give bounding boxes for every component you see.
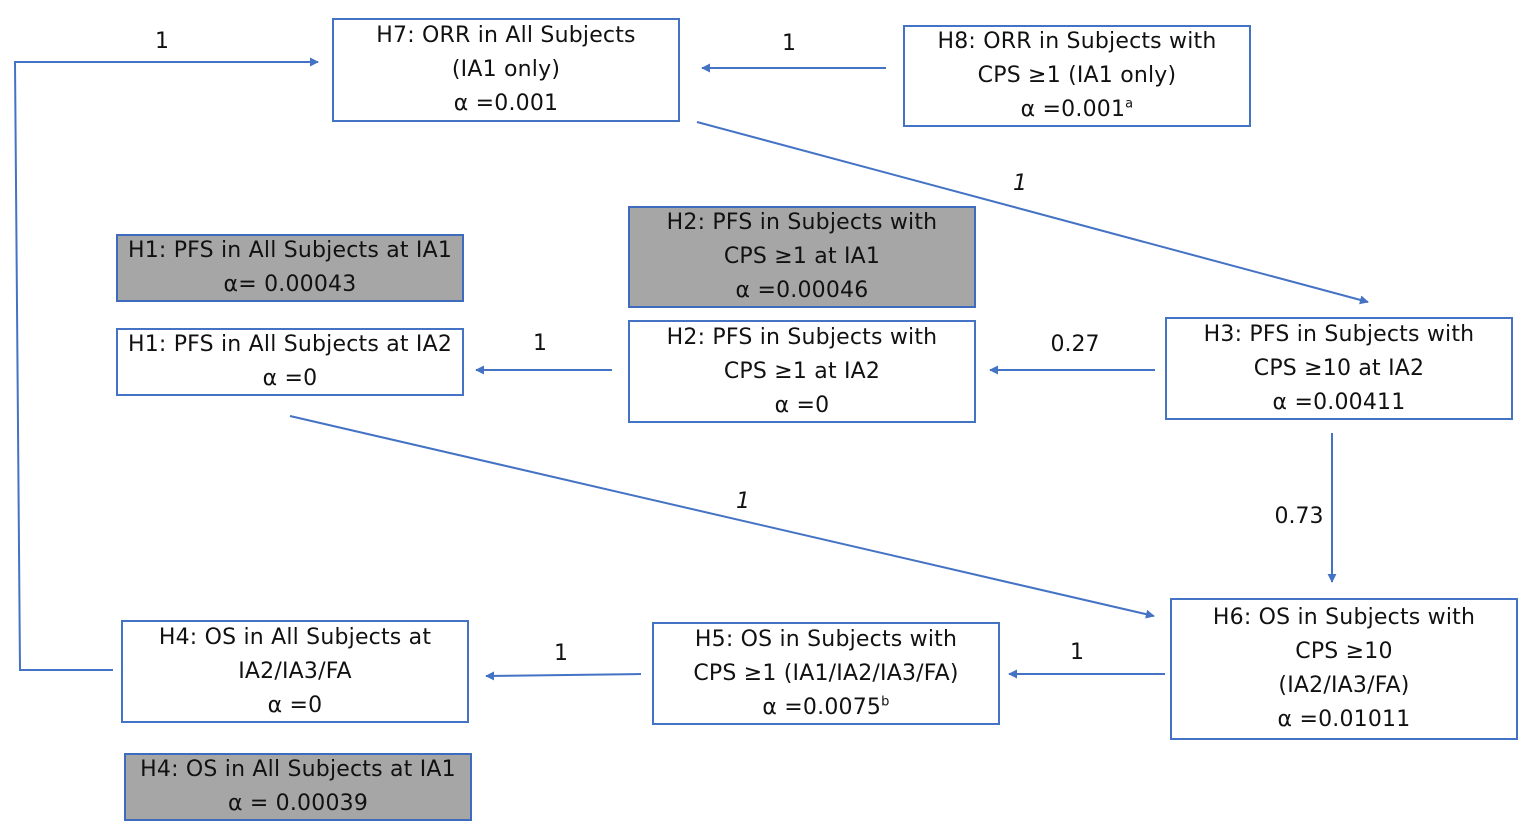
node-h3-alpha: α =0.00411 [1272,389,1406,415]
node-h1-ia1: H1: PFS in All Subjects at IA1 α= 0.0004… [116,234,464,302]
node-h2-ia1: H2: PFS in Subjects with CPS ≥1 at IA1 α… [628,206,976,308]
edge-h4-to-h7 [13,57,319,671]
node-h1-ia2-line1: H1: PFS in All Subjects at IA2 [127,332,453,357]
node-h4-alpha: α =0 [267,692,323,718]
node-h2-ia2-alpha: α =0 [774,392,830,418]
weight-h8-to-h7: 1 [782,31,796,56]
node-h8-alpha-row: α =0.001a [1021,93,1134,127]
node-h2-ia1-alpha: α =0.00046 [735,278,869,303]
node-h2-ia2-line2: CPS ≥1 at IA2 [723,358,881,384]
node-h8-footnote-mark: a [1125,96,1134,112]
weight-h3-to-h6: 0.73 [1274,504,1324,529]
node-h4-line2: IA2/IA3/FA [238,658,352,684]
edge-h5-to-h4 [485,671,642,681]
node-h4-line1: H4: OS in All Subjects at [158,624,432,650]
node-h4: H4: OS in All Subjects at IA2/IA3/FA α =… [121,620,469,723]
node-h2-ia2-line1: H2: PFS in Subjects with [666,324,938,350]
edge-h1-to-h6 [289,415,1155,619]
node-h6: H6: OS in Subjects with CPS ≥10 (IA2/IA3… [1170,598,1518,740]
node-h1-ia1-line1: H1: PFS in All Subjects at IA1 [127,238,453,263]
node-h4-ia1: H4: OS in All Subjects at IA1 α = 0.0003… [124,753,472,821]
node-h5: H5: OS in Subjects with CPS ≥1 (IA1/IA2/… [652,622,1000,725]
weight-h6-to-h5: 1 [1070,640,1084,665]
edge-h7-to-h3 [696,121,1369,305]
node-h7: H7: ORR in All Subjects (IA1 only) α =0.… [332,18,680,122]
node-h3-line2: CPS ≥10 at IA2 [1253,355,1425,381]
node-h5-footnote-mark: b [881,694,890,710]
node-h8-line1: H8: ORR in Subjects with [937,29,1217,54]
node-h1-ia2-alpha: α =0 [262,366,318,391]
node-h6-line3: (IA2/IA3/FA) [1278,673,1410,698]
node-h2-ia1-line2: CPS ≥1 at IA1 [723,244,881,269]
weight-h5-to-h4: 1 [554,641,568,666]
node-h5-line2: CPS ≥1 (IA1/IA2/IA3/FA) [693,660,959,686]
node-h8-line2: CPS ≥1 (IA1 only) [977,63,1177,88]
node-h7-line1: H7: ORR in All Subjects [376,23,636,48]
node-h4-ia1-alpha: α = 0.00039 [227,791,369,816]
node-h5-alpha-row: α =0.0075b [762,691,889,725]
node-h6-line2: CPS ≥10 [1295,639,1393,664]
node-h6-alpha: α =0.01011 [1277,707,1411,732]
node-h8: H8: ORR in Subjects with CPS ≥1 (IA1 onl… [903,25,1251,127]
node-h1-ia2: H1: PFS in All Subjects at IA2 α =0 [116,328,464,396]
node-h2-ia1-line1: H2: PFS in Subjects with [666,210,938,235]
node-h4-ia1-line1: H4: OS in All Subjects at IA1 [140,757,456,782]
node-h1-ia1-alpha: α= 0.00043 [223,272,357,297]
node-h3-line1: H3: PFS in Subjects with [1203,321,1475,347]
weight-h7-to-h3: 1 [1013,171,1027,196]
node-h7-alpha: α =0.001 [453,91,559,116]
weight-h2-to-h1: 1 [533,331,547,356]
weight-h1-to-h6: 1 [736,489,750,514]
node-h5-alpha: α =0.0075 [762,694,882,720]
node-h2-ia2: H2: PFS in Subjects with CPS ≥1 at IA2 α… [628,320,976,423]
node-h7-line2: (IA1 only) [451,57,561,82]
node-h8-alpha: α =0.001 [1020,97,1126,122]
node-h5-line1: H5: OS in Subjects with [694,626,958,652]
node-h3: H3: PFS in Subjects with CPS ≥10 at IA2 … [1165,317,1513,420]
weight-h3-to-h2: 0.27 [1050,332,1100,357]
weight-h4-to-h7: 1 [155,29,169,54]
node-h6-line1: H6: OS in Subjects with [1212,605,1476,630]
